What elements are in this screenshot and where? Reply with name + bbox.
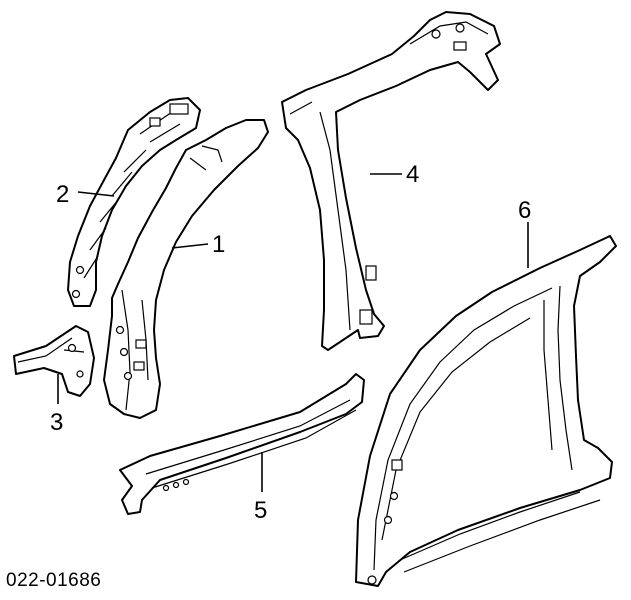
leader-line-1 [171, 243, 209, 249]
callout-2: 2 [56, 181, 69, 208]
leader-line-2 [77, 191, 115, 197]
part-2-front-pillar-reinforcement [67, 97, 201, 307]
part-4-center-pillar [281, 11, 501, 351]
callout-4: 4 [406, 161, 419, 188]
part-6-body-side-panel [355, 235, 617, 587]
diagram-code: 022-01686 [6, 570, 101, 591]
callout-5: 5 [254, 497, 267, 524]
callout-1: 1 [212, 231, 225, 258]
part-5-rocker-sill [119, 373, 365, 515]
part-3-bracket [13, 325, 95, 397]
part-1-front-pillar [103, 119, 269, 419]
callout-3: 3 [50, 409, 63, 436]
callout-6: 6 [518, 197, 531, 224]
